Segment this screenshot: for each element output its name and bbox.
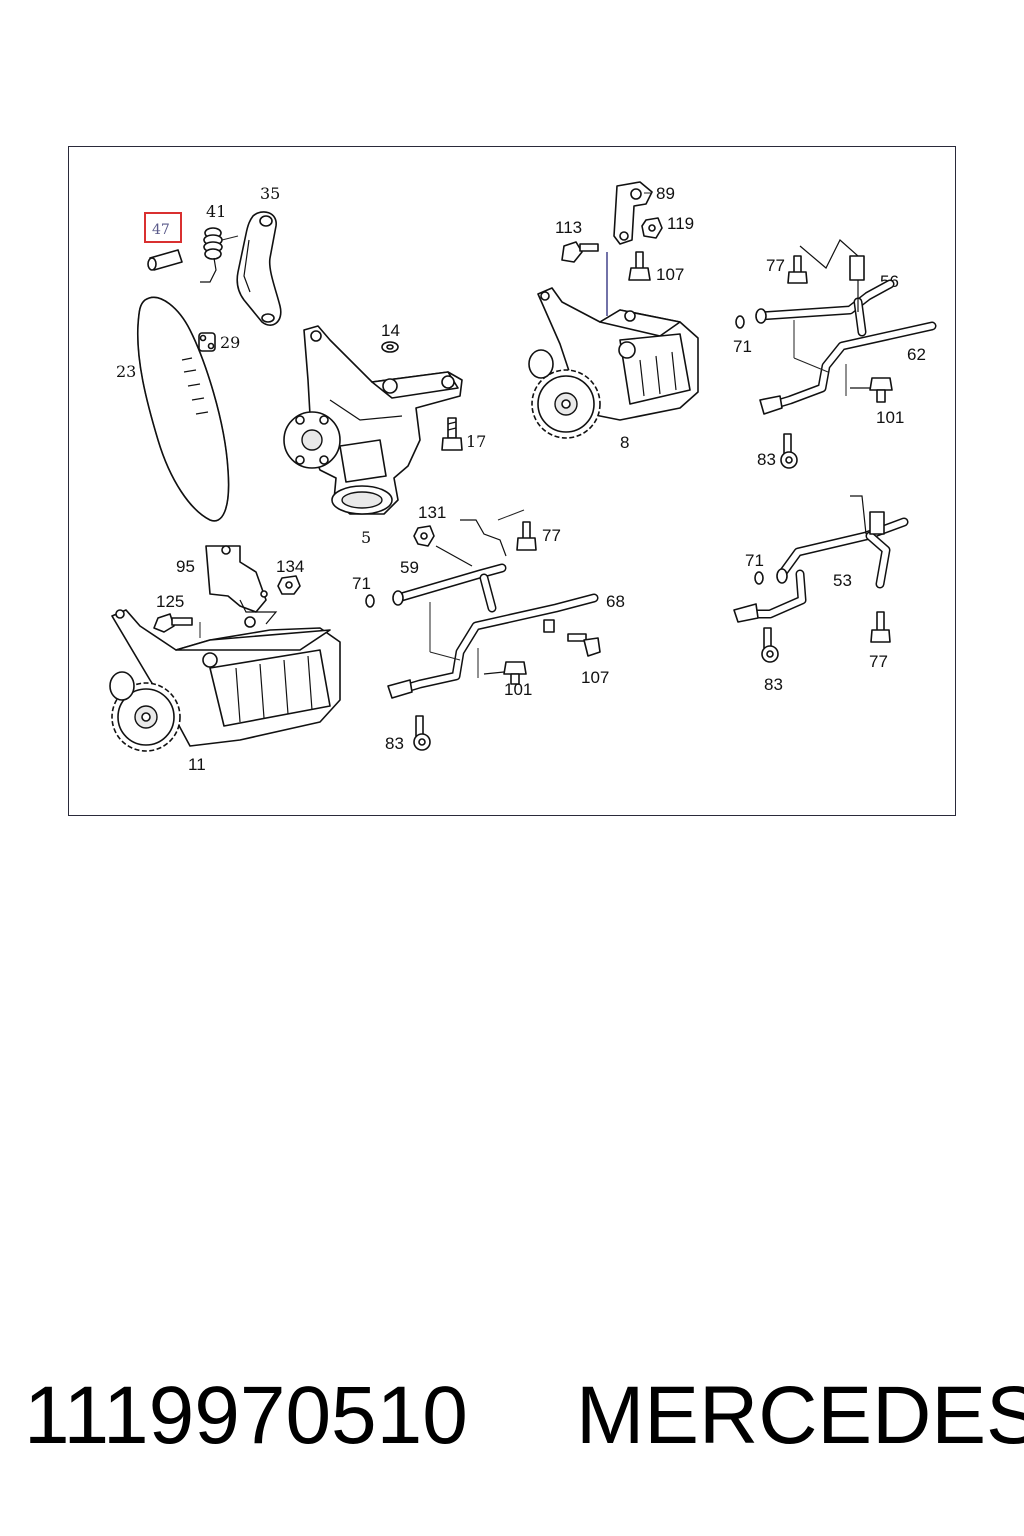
oil-pump-housing-part-5 [283, 325, 463, 515]
timing-chain-part-23 [136, 296, 230, 522]
callout-53: 53 [833, 571, 852, 590]
diagram-frame [68, 146, 956, 816]
callout-77-right: 77 [869, 652, 888, 671]
callout-134: 134 [276, 557, 304, 576]
nut-part-131 [413, 525, 435, 547]
callout-5: 5 [361, 528, 371, 547]
callout-113: 113 [555, 218, 582, 237]
callout-83-top: 83 [757, 450, 776, 469]
oil-pipe-part-62 [759, 320, 937, 415]
callout-23: 23 [116, 362, 136, 381]
o-ring-part-71-top [735, 315, 745, 329]
oil-pipe-part-68 [387, 593, 599, 699]
lever-part-35 [236, 211, 282, 326]
callout-47[interactable]: 47 [152, 222, 170, 238]
oil-pump-part-8 [528, 287, 699, 439]
callout-68: 68 [606, 592, 625, 611]
o-ring-part-71-right [754, 571, 764, 585]
washer-part-14 [381, 341, 399, 353]
callout-125: 125 [156, 592, 184, 611]
spring-part-41 [200, 227, 239, 283]
bolt-part-125 [153, 613, 193, 633]
bolt-part-113 [561, 241, 599, 263]
tube-part-59 [392, 509, 525, 613]
bolt-part-101-top [850, 377, 893, 403]
callout-83-mid: 83 [385, 734, 404, 753]
callout-107-mid: 107 [581, 668, 609, 687]
callout-17: 17 [466, 432, 486, 451]
bolt-part-77-mid [516, 521, 537, 551]
callout-71-mid: 71 [352, 574, 371, 593]
callout-95: 95 [176, 557, 195, 576]
callout-101-top: 101 [876, 408, 904, 427]
callout-119: 119 [667, 214, 694, 233]
callout-14: 14 [381, 321, 400, 340]
bolt-part-83-top [780, 433, 798, 469]
bolt-part-107-top [628, 251, 651, 281]
highlight-box-47[interactable] [144, 212, 182, 243]
callout-8: 8 [620, 433, 629, 452]
o-ring-part-71-mid [365, 594, 375, 608]
nut-part-119 [641, 217, 663, 239]
oil-pump-part-11 [109, 609, 341, 752]
callout-62: 62 [907, 345, 926, 364]
callout-41: 41 [206, 202, 226, 221]
bolt-part-107-mid [567, 633, 601, 657]
bolt-part-83-mid [413, 715, 431, 751]
callout-35: 35 [260, 184, 280, 203]
footer: 1119970510 MERCEDES [0, 1366, 1024, 1476]
bolt-part-83-right [761, 627, 779, 663]
callout-107-top: 107 [656, 265, 684, 284]
callout-77-mid: 77 [542, 526, 561, 545]
nut-part-134 [277, 575, 301, 595]
callout-89: 89 [656, 184, 675, 203]
bracket-part-95 [205, 545, 278, 625]
part-number: 1119970510 [24, 1370, 468, 1461]
bolt-part-101-mid [483, 661, 527, 685]
callout-59: 59 [400, 558, 419, 577]
bracket-part-89 [613, 181, 653, 245]
callout-83-right: 83 [764, 675, 783, 694]
bolt-part-17 [441, 417, 463, 451]
sleeve-part-47 [147, 249, 183, 271]
chain-link-part-29 [198, 332, 216, 352]
brand-name: MERCEDES [576, 1370, 1024, 1461]
tube-part-56 [755, 239, 895, 337]
oil-pipe-part-53 [733, 495, 909, 623]
callout-71-top: 71 [733, 337, 752, 356]
bolt-part-77-right [870, 611, 891, 643]
callout-77-top: 77 [766, 256, 785, 275]
callout-131: 131 [418, 503, 446, 522]
callout-71-right: 71 [745, 551, 764, 570]
callout-11: 11 [188, 755, 206, 774]
callout-29: 29 [220, 333, 240, 352]
bolt-part-77-top [787, 255, 808, 284]
